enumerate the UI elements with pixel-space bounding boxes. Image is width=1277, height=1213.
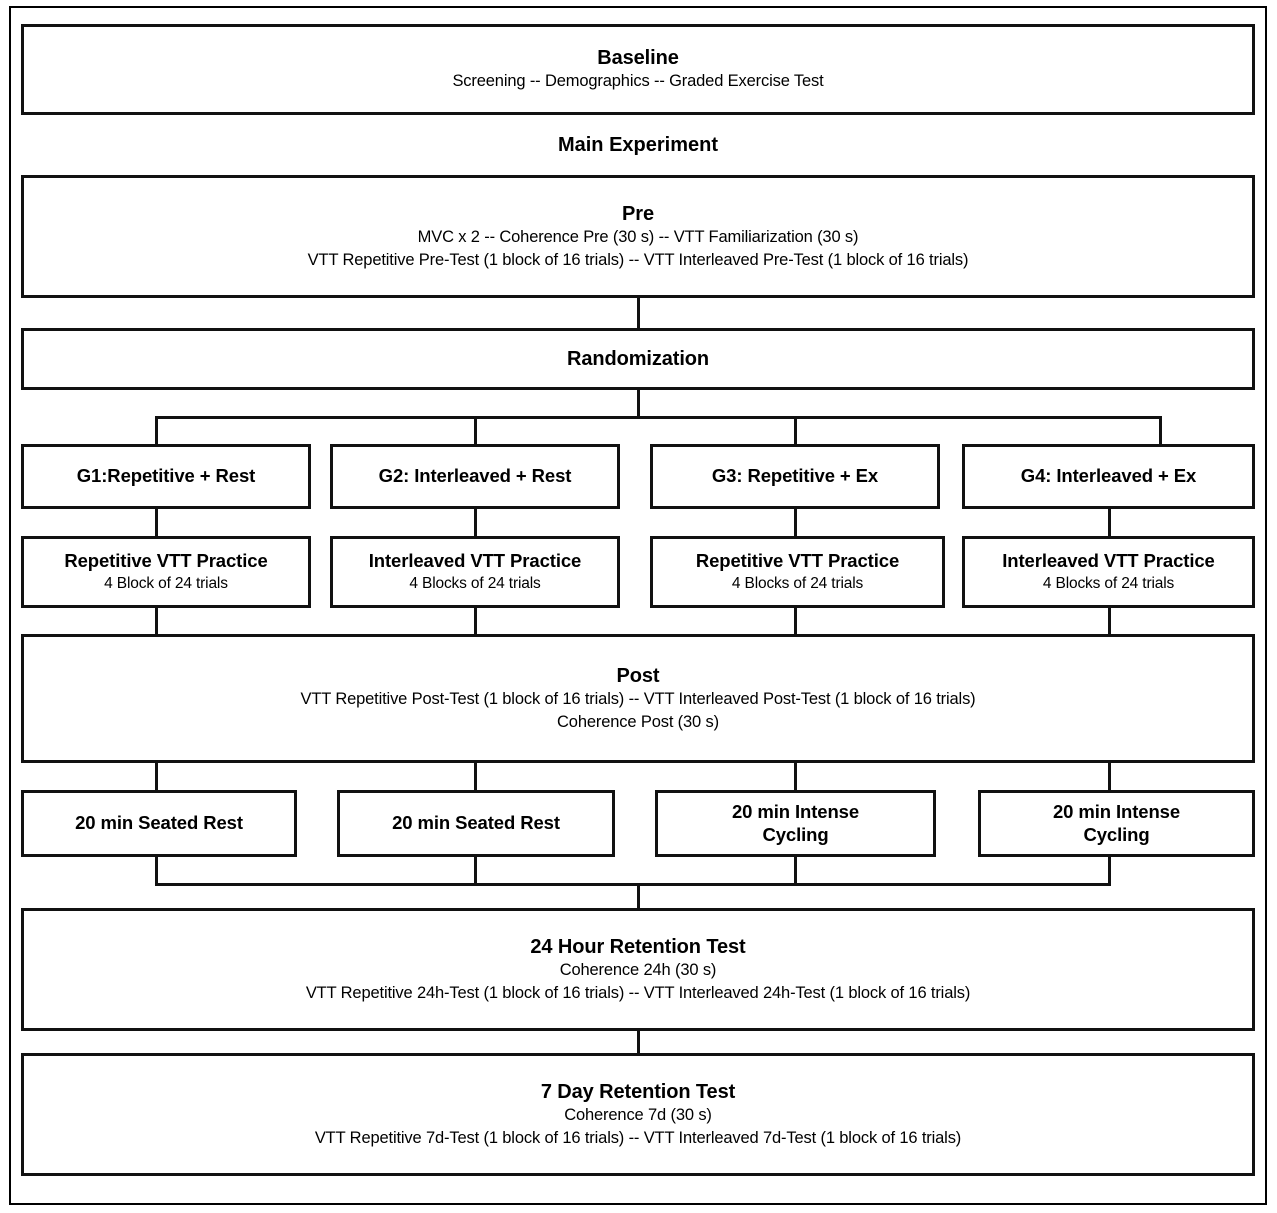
node-intervention-1: 20 min Seated Rest: [21, 790, 297, 857]
connector-intervention-4-drop: [1108, 855, 1111, 885]
practice-3-title: Repetitive VTT Practice: [695, 550, 900, 572]
retention-7d-title: 7 Day Retention Test: [540, 1080, 736, 1103]
baseline-line1: Screening -- Demographics -- Graded Exer…: [452, 72, 824, 91]
post-title: Post: [616, 664, 660, 687]
node-post: Post VTT Repetitive Post-Test (1 block o…: [21, 634, 1255, 763]
connector-practice-1-to-post: [155, 606, 158, 636]
pre-line2: VTT Repetitive Pre-Test (1 block of 16 t…: [307, 250, 969, 269]
intervention-2-title: 20 min Seated Rest: [392, 812, 560, 834]
connector-group-3-to-practice-3: [794, 507, 797, 538]
practice-4-sub: 4 Blocks of 24 trials: [1042, 574, 1175, 592]
practice-3-sub: 4 Blocks of 24 trials: [731, 574, 864, 592]
node-pre: Pre MVC x 2 -- Coherence Pre (30 s) -- V…: [21, 175, 1255, 298]
group-3-title: G3: Repetitive + Ex: [711, 465, 879, 487]
retention-24h-line2: VTT Repetitive 24h-Test (1 block of 16 t…: [305, 983, 971, 1002]
connector-group-drop-2: [474, 416, 477, 444]
intervention-3-title: 20 min Intense Cycling: [731, 800, 860, 845]
node-intervention-4: 20 min Intense Cycling: [978, 790, 1255, 857]
connector-merge-to-retention-24h: [637, 883, 640, 910]
connector-group-1-to-practice-1: [155, 507, 158, 538]
connector-practice-4-to-post: [1108, 606, 1111, 636]
connector-intervention-2-drop: [474, 855, 477, 885]
node-practice-1: Repetitive VTT Practice 4 Block of 24 tr…: [21, 536, 311, 608]
node-group-3: G3: Repetitive + Ex: [650, 444, 940, 509]
intervention-4-title: 20 min Intense Cycling: [1052, 800, 1181, 845]
node-group-2: G2: Interleaved + Rest: [330, 444, 620, 509]
node-retention-7d: 7 Day Retention Test Coherence 7d (30 s)…: [21, 1053, 1255, 1176]
connector-randomization-stem: [637, 388, 640, 418]
connector-group-drop-1: [155, 416, 158, 444]
practice-1-title: Repetitive VTT Practice: [64, 550, 268, 572]
node-intervention-3: 20 min Intense Cycling: [655, 790, 936, 857]
retention-7d-line1: Coherence 7d (30 s): [564, 1105, 712, 1124]
connector-pre-to-randomization: [637, 296, 640, 330]
connector-practice-2-to-post: [474, 606, 477, 636]
node-group-4: G4: Interleaved + Ex: [962, 444, 1255, 509]
practice-4-title: Interleaved VTT Practice: [1002, 550, 1215, 572]
retention-24h-title: 24 Hour Retention Test: [530, 935, 746, 958]
intervention-1-title: 20 min Seated Rest: [75, 812, 243, 834]
post-line1: VTT Repetitive Post-Test (1 block of 16 …: [300, 689, 976, 708]
node-randomization: Randomization: [21, 328, 1255, 390]
pre-title: Pre: [622, 202, 654, 225]
node-practice-3: Repetitive VTT Practice 4 Blocks of 24 t…: [650, 536, 945, 608]
node-baseline: Baseline Screening -- Demographics -- Gr…: [21, 24, 1255, 115]
connector-group-4-to-practice-4: [1108, 507, 1111, 538]
node-group-1: G1:Repetitive + Rest: [21, 444, 311, 509]
group-2-title: G2: Interleaved + Rest: [378, 465, 572, 487]
practice-1-sub: 4 Block of 24 trials: [104, 574, 228, 592]
node-intervention-2: 20 min Seated Rest: [337, 790, 615, 857]
baseline-title: Baseline: [597, 46, 679, 69]
connector-post-to-intervention-4: [1108, 761, 1111, 792]
connector-post-to-intervention-1: [155, 761, 158, 792]
group-1-title: G1:Repetitive + Rest: [76, 465, 256, 487]
connector-group-rail: [155, 416, 1162, 419]
retention-24h-line1: Coherence 24h (30 s): [559, 960, 717, 979]
retention-7d-line2: VTT Repetitive 7d-Test (1 block of 16 tr…: [314, 1128, 962, 1147]
post-line2: Coherence Post (30 s): [557, 712, 719, 731]
connector-group-drop-3: [794, 416, 797, 444]
connector-intervention-merge-rail: [155, 883, 1111, 886]
connector-practice-3-to-post: [794, 606, 797, 636]
node-practice-2: Interleaved VTT Practice 4 Blocks of 24 …: [330, 536, 620, 608]
connector-retention-24h-to-7d: [637, 1029, 640, 1055]
practice-2-sub: 4 Blocks of 24 trials: [409, 574, 541, 592]
node-retention-24h: 24 Hour Retention Test Coherence 24h (30…: [21, 908, 1255, 1031]
main-experiment-label: Main Experiment: [557, 134, 719, 156]
connector-intervention-1-drop: [155, 855, 158, 885]
figure-outer-frame: [9, 6, 1267, 1205]
practice-2-title: Interleaved VTT Practice: [368, 550, 582, 572]
pre-line1: MVC x 2 -- Coherence Pre (30 s) -- VTT F…: [417, 227, 859, 246]
connector-group-2-to-practice-2: [474, 507, 477, 538]
connector-post-to-intervention-2: [474, 761, 477, 792]
connector-group-drop-4: [1159, 416, 1162, 444]
connector-post-to-intervention-3: [794, 761, 797, 792]
group-4-title: G4: Interleaved + Ex: [1020, 465, 1197, 487]
node-practice-4: Interleaved VTT Practice 4 Blocks of 24 …: [962, 536, 1255, 608]
connector-intervention-3-drop: [794, 855, 797, 885]
randomization-title: Randomization: [566, 347, 710, 370]
